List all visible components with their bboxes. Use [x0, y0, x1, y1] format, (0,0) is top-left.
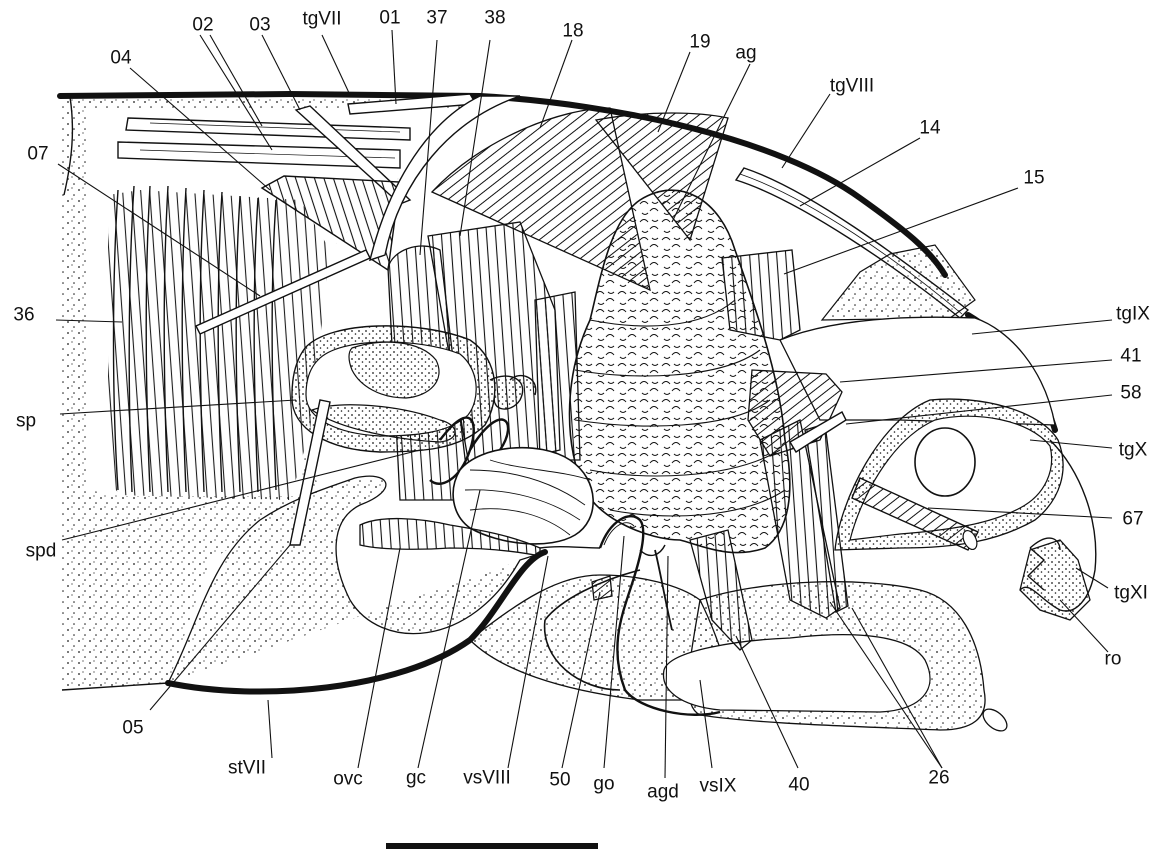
label-37: 37: [426, 9, 447, 28]
label-02: 02: [192, 16, 213, 35]
label-19: 19: [689, 33, 710, 52]
label-50: 50: [549, 771, 570, 790]
tergite-outline-vii: [60, 94, 480, 96]
label-vsVIII: vsVIII: [463, 769, 511, 788]
label-15: 15: [1023, 169, 1044, 188]
label-go: go: [593, 775, 614, 794]
label-ovc: ovc: [333, 770, 363, 789]
label-ag: ag: [735, 44, 756, 63]
label-vsIX: vsIX: [700, 777, 737, 796]
scale-bar: [386, 843, 598, 849]
label-01: 01: [379, 9, 400, 28]
label-38: 38: [484, 9, 505, 28]
label-26: 26: [928, 769, 949, 788]
label-03: 03: [249, 16, 270, 35]
label-sp: sp: [16, 412, 36, 431]
label-58: 58: [1120, 384, 1141, 403]
label-stVII: stVII: [228, 759, 266, 778]
label-spd: spd: [26, 542, 57, 561]
label-tgIX: tgIX: [1116, 305, 1150, 324]
label-07: 07: [27, 145, 48, 164]
muscle-36: [108, 186, 330, 500]
label-agd: agd: [647, 783, 679, 802]
label-tgXI: tgXI: [1114, 584, 1148, 603]
label-05: 05: [122, 719, 143, 738]
label-40: 40: [788, 776, 809, 795]
label-18: 18: [562, 22, 583, 41]
label-04: 04: [110, 49, 131, 68]
label-tgX: tgX: [1119, 441, 1148, 460]
label-36: 36: [13, 306, 34, 325]
label-tgVIII: tgVIII: [830, 77, 874, 96]
label-14: 14: [919, 119, 940, 138]
label-67: 67: [1122, 510, 1143, 529]
label-ro: ro: [1105, 650, 1122, 669]
label-tgVII: tgVII: [302, 10, 341, 29]
tergite-ix-wall: [822, 245, 975, 320]
label-gc: gc: [406, 769, 426, 788]
label-41: 41: [1120, 347, 1141, 366]
